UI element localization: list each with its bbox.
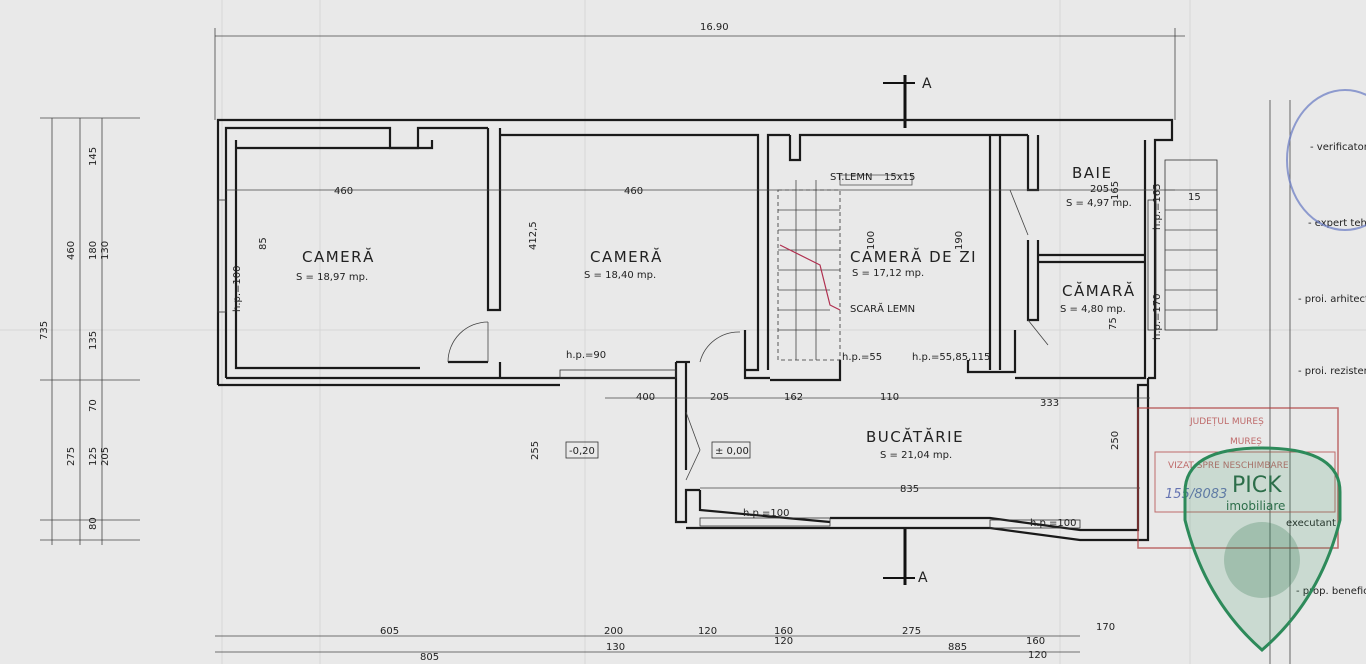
stair-label: SCARĂ LEMN [850, 302, 915, 315]
section-a-bottom: A [918, 570, 928, 586]
hp-label-4: h.p.=55,85,115 [912, 352, 990, 363]
side-label-5: executant [1286, 518, 1336, 529]
left-dimensions: 735 460 275 80 145 180 130 135 70 125 20… [39, 117, 140, 545]
dim-camara-198: 75 [1108, 317, 1119, 330]
dim-living-depth: 190 [954, 231, 965, 250]
room-name-5: CĂMARĂ [1062, 281, 1136, 300]
watermark-tagline: imobiliare [1226, 499, 1285, 513]
doors [447, 189, 1049, 481]
stamp-line-2: MUREȘ [1230, 437, 1262, 447]
room-area-1: S = 18,97 mp. [296, 272, 368, 283]
beam-size-label: 15x15 [884, 172, 915, 183]
dim-left-460: 460 [66, 241, 77, 260]
dim-top-inner-1: 460 [334, 186, 353, 197]
title-block: - verificator pr - expert tehnic - proi.… [1269, 100, 1366, 664]
dim-left-130: 130 [100, 241, 111, 260]
dim-left-70: 70 [88, 399, 99, 412]
dim-left-145: 145 [88, 147, 99, 166]
dim-top-inner-2: 460 [624, 186, 643, 197]
dim-bottom-2: 200 [604, 626, 623, 637]
room-area-6: S = 21,04 mp. [880, 450, 952, 461]
dim-room2-depth: 412,5 [528, 221, 539, 250]
dim-kitchen-depth-2: 250 [1110, 431, 1121, 450]
side-label-1: - verificator pr [1310, 142, 1366, 153]
bottom-dimensions: 605 200 120 160 275 160 170 805 130 120 … [215, 622, 1115, 663]
dim-bottom-6: 160 [1026, 636, 1045, 647]
dim-kitchen-5: 333 [1040, 398, 1059, 409]
dim-bottom-12: 120 [1028, 650, 1047, 661]
dim-left-735: 735 [39, 321, 50, 340]
section-a-top: A [922, 76, 932, 92]
top-dimension: 16.90 [214, 22, 1185, 120]
room-area-3: S = 17,12 mp. [852, 268, 924, 279]
dim-left-80: 80 [88, 517, 99, 530]
hp-label-3: h.p.=55 [842, 352, 882, 363]
dim-left-180: 180 [88, 241, 99, 260]
room-name-6: BUCĂTĂRIE [866, 427, 964, 446]
hp-label-7: h.p.=100 [743, 508, 790, 519]
windows [217, 199, 1157, 529]
window-heights: h.p.=100 h.p.=90 h.p.=55 h.p.=55,85,115 … [232, 183, 1163, 529]
hp-label-8: h.p.=100 [1030, 518, 1077, 529]
total-width-label: 16.90 [700, 22, 729, 33]
dim-kitchen-2: 205 [710, 392, 729, 403]
dim-bottom-5: 275 [902, 626, 921, 637]
dim-kitchen-4: 110 [880, 392, 899, 403]
hp-label-6: h.p.=170 [1152, 293, 1163, 340]
dim-living-212: 100 [866, 231, 877, 250]
dim-bottom-7: 170 [1096, 622, 1115, 633]
room-labels: CAMERĂ S = 18,97 mp. CAMERĂ S = 18,40 mp… [296, 164, 1136, 461]
dim-left-205: 205 [100, 447, 111, 466]
hp-label-2: h.p.=90 [566, 350, 606, 361]
side-label-2: - expert tehnic [1308, 218, 1366, 229]
dim-baie-205: 165 [1110, 181, 1121, 200]
room-name-2: CAMERĂ [590, 247, 663, 266]
misc-labels: ST.LEMN 15x15 SCARĂ LEMN ± 0,00 -0,20 [565, 172, 915, 459]
dim-bottom-8: 805 [420, 652, 439, 663]
room-name-4: BAIE [1072, 164, 1112, 182]
dim-stair-2595: 15 [1188, 192, 1201, 203]
dim-kitchen-1: 400 [636, 392, 655, 403]
dim-bottom-1: 605 [380, 626, 399, 637]
dim-room1-depth: 85 [258, 237, 269, 250]
dim-kitchen-3: 162 [784, 392, 803, 403]
inner-dimensions: 460 460 400 205 162 110 333 835 255 250 … [226, 181, 1201, 495]
dim-bottom-10: 120 [774, 636, 793, 647]
hp-label-5: h.p.=165 [1152, 183, 1163, 230]
side-label-4: - proi. rezistenț [1298, 366, 1366, 377]
dim-left-125: 125 [88, 447, 99, 466]
dim-left-275: 275 [66, 447, 77, 466]
stair-beam-label: ST.LEMN [830, 172, 872, 183]
watermark-brand: PICK [1232, 473, 1282, 498]
watermark-logo: PICK imobiliare [1183, 446, 1342, 652]
room-area-4: S = 4,97 mp. [1066, 198, 1132, 209]
side-label-6: - prop. beneficiar [1296, 586, 1366, 597]
dim-bottom-9: 130 [606, 642, 625, 653]
dim-kitchen-width: 835 [900, 484, 919, 495]
level-minus: -0,20 [569, 446, 595, 457]
dim-left-135: 135 [88, 331, 99, 350]
dim-kitchen-depth: 255 [530, 441, 541, 460]
side-label-3: - proi. arhitectu [1298, 294, 1366, 305]
room-area-5: S = 4,80 mp. [1060, 304, 1126, 315]
stamp-line-3: VIZAT SPRE NESCHIMBARE [1168, 461, 1289, 471]
dim-bottom-3: 120 [698, 626, 717, 637]
room-name-3: CAMERĂ DE ZI [850, 247, 977, 266]
room-area-2: S = 18,40 mp. [584, 270, 656, 281]
dim-bottom-4: 160 [774, 626, 793, 637]
stamp-handwritten: 155/8083 [1165, 487, 1227, 502]
staircase [777, 159, 1218, 361]
walls [216, 118, 1174, 542]
section-mark-bottom: A [883, 528, 928, 586]
official-stamp: JUDEȚUL MUREȘ MUREȘ VIZAT SPRE NESCHIMBA… [1137, 89, 1366, 549]
dim-baie-242: 205 [1090, 184, 1109, 195]
stamp-line-1: JUDEȚUL MUREȘ [1189, 417, 1264, 427]
hp-label-1: h.p.=100 [232, 265, 243, 312]
dim-bottom-11: 885 [948, 642, 967, 653]
level-zero: ± 0,00 [715, 446, 749, 457]
room-name-1: CAMERĂ [302, 247, 375, 266]
